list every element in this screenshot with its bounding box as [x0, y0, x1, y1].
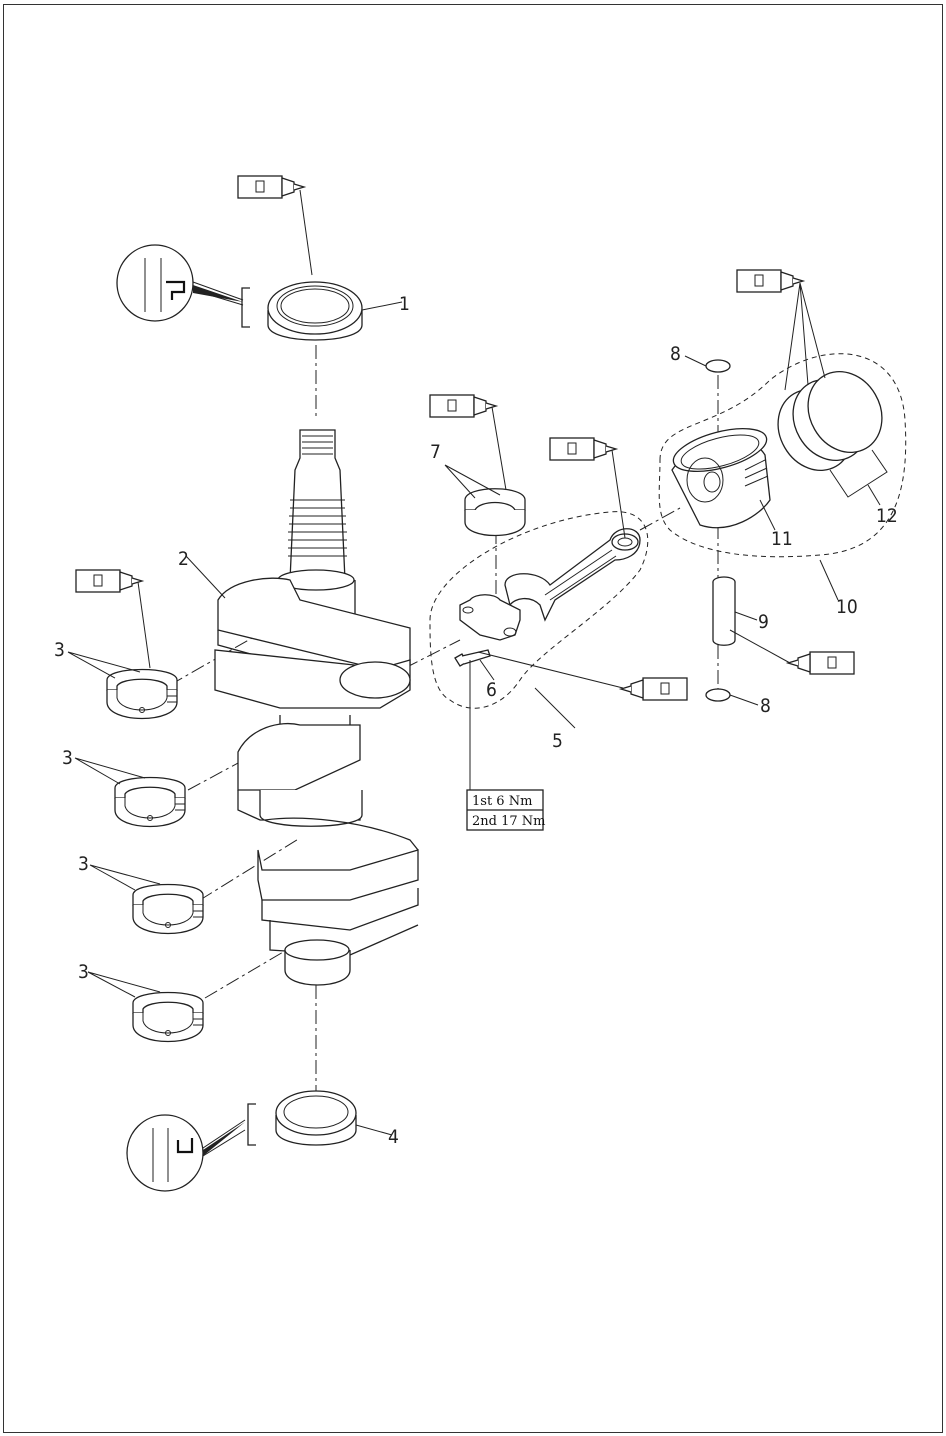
callout-3: 3 [62, 747, 73, 769]
callout-7: 7 [430, 441, 441, 463]
torque-step-1: 1st 6 Nm [472, 794, 532, 809]
main-bearing-1 [106, 668, 178, 720]
drawing-frame [3, 4, 943, 1433]
callout-4: 4 [388, 1126, 399, 1148]
oil-seal-upper [267, 281, 363, 341]
conrod-assembly-outline [429, 511, 649, 709]
callout-8: 8 [670, 343, 681, 365]
circlip-lower [705, 688, 731, 702]
oil-tube-icon [736, 269, 804, 293]
piston-assembly-outline [658, 353, 907, 558]
seal-lip-detail-icon [116, 244, 250, 328]
main-bearing-2 [114, 776, 186, 828]
oil-tube-icon [75, 569, 143, 593]
callout-8: 8 [760, 695, 771, 717]
conrod-bolt [454, 649, 491, 667]
callout-3: 3 [54, 639, 65, 661]
conrod-bearing [464, 488, 526, 537]
connecting-rod [459, 528, 641, 641]
callout-12: 12 [876, 505, 898, 527]
callout-5: 5 [552, 730, 563, 752]
main-bearing-3 [132, 883, 204, 935]
callout-3: 3 [78, 853, 89, 875]
oil-tube-icon [620, 677, 688, 701]
oil-tube-icon [787, 651, 855, 675]
callout-9: 9 [758, 611, 769, 633]
callout-1: 1 [399, 293, 410, 315]
piston [671, 427, 771, 529]
circlip-upper [705, 359, 731, 373]
callout-3: 3 [78, 961, 89, 983]
oil-seal-lower [275, 1090, 357, 1146]
main-bearing-4 [132, 991, 204, 1043]
oil-tube-icon [549, 437, 617, 461]
seal-lip-detail-icon [126, 1103, 256, 1192]
callout-2: 2 [178, 548, 189, 570]
oil-tube-icon [237, 175, 305, 199]
torque-step-2: 2nd 17 Nm [472, 814, 545, 829]
piston-pin [712, 576, 736, 646]
piston-rings [777, 370, 883, 472]
torque-table [466, 789, 544, 831]
callout-6: 6 [486, 679, 497, 701]
callout-11: 11 [771, 528, 793, 550]
callout-10: 10 [836, 596, 858, 618]
crankshaft [214, 429, 419, 986]
oil-tube-icon [429, 394, 497, 418]
